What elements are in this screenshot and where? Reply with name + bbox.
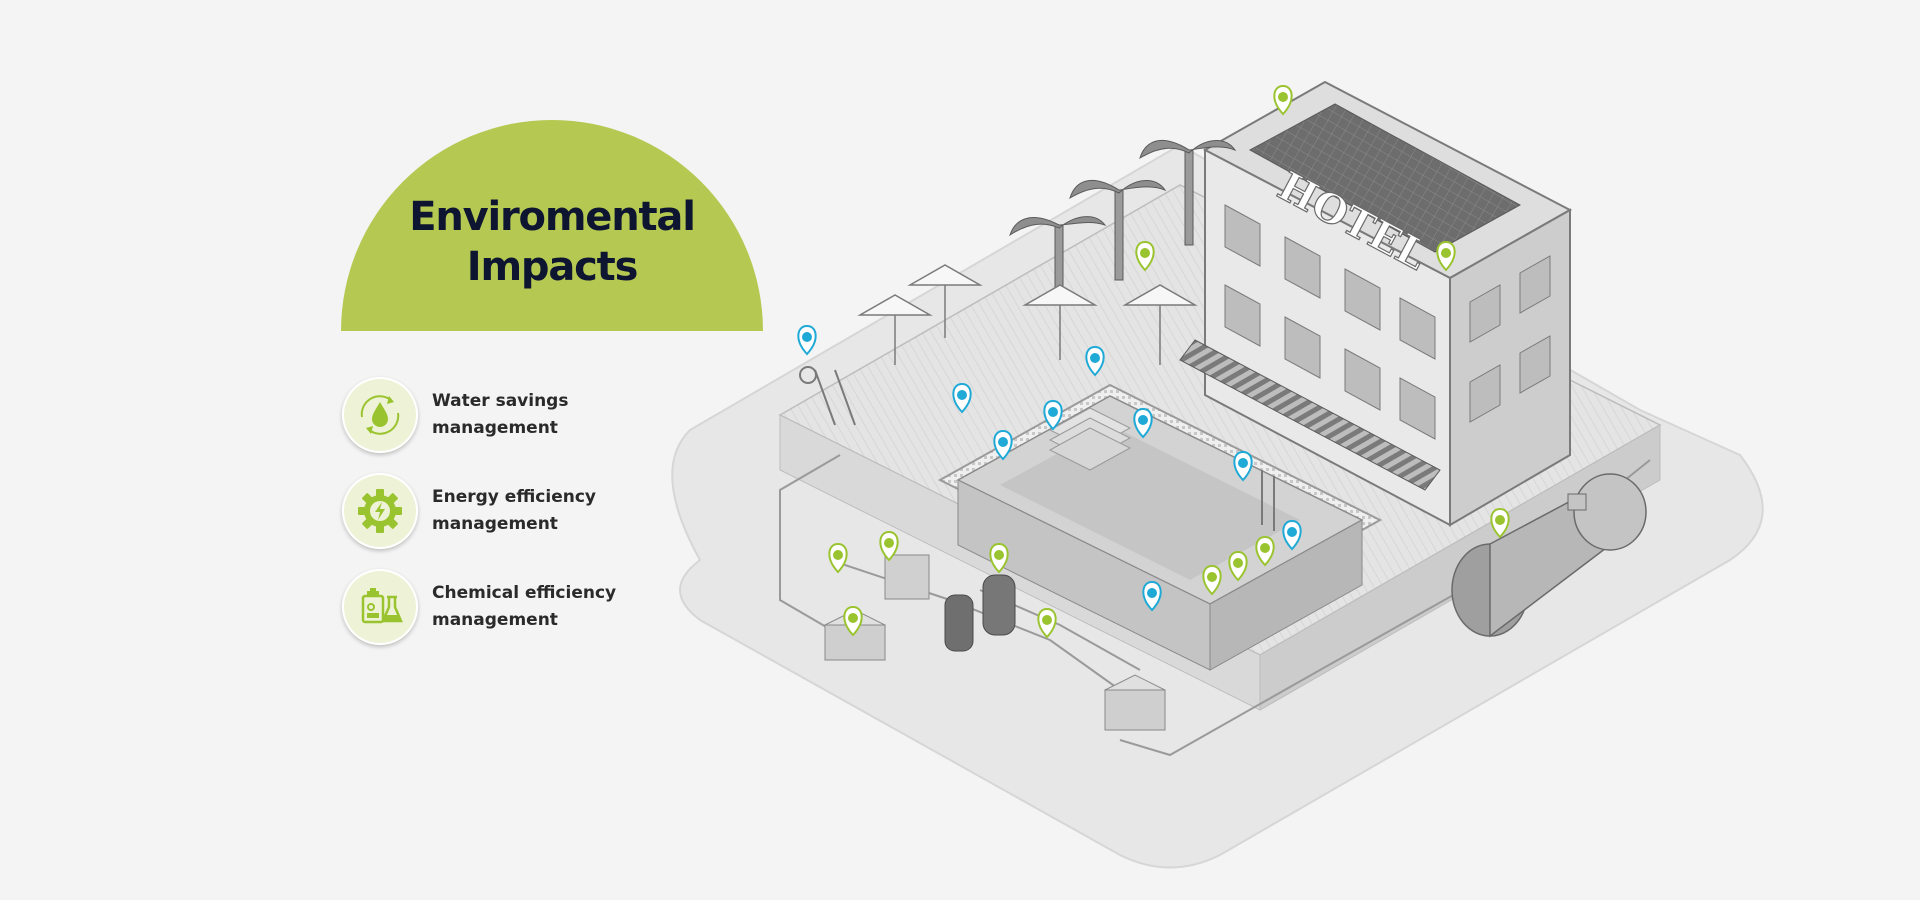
legend-label-energy: Energy efficiency management bbox=[432, 487, 596, 534]
marker-safety-ladder bbox=[1233, 450, 1253, 482]
water-savings-icon bbox=[342, 377, 418, 453]
blue-markers bbox=[797, 324, 1302, 612]
lifeguard-chair bbox=[799, 366, 856, 426]
legend-item-water: Water savings management bbox=[342, 376, 632, 454]
water-tank bbox=[1451, 473, 1647, 638]
marker-energy-pool bbox=[1255, 535, 1275, 567]
title-line-2: Impacts bbox=[466, 243, 639, 290]
marker-water-deck bbox=[1135, 240, 1155, 272]
title-line-1: Enviromental bbox=[409, 193, 696, 240]
chemical-efficiency-icon bbox=[342, 569, 418, 645]
marker-energy-roof bbox=[1273, 84, 1293, 116]
legend-item-energy: Energy efficiency management bbox=[342, 472, 632, 550]
marker-water-filter bbox=[989, 542, 1009, 574]
marker-chemical-pool bbox=[1202, 564, 1222, 596]
marker-safety-drain bbox=[1142, 580, 1162, 612]
marker-safety-lifeguard bbox=[797, 324, 817, 356]
marker-safety-steps bbox=[1043, 399, 1063, 431]
marker-water-box bbox=[843, 605, 863, 637]
filter-tanks bbox=[823, 554, 1167, 731]
marker-leisure bbox=[1133, 407, 1153, 439]
marker-safety-edge bbox=[1282, 519, 1302, 551]
energy-efficiency-icon bbox=[342, 473, 418, 549]
marker-chemical-pump bbox=[828, 542, 848, 574]
marker-accessibility-deck bbox=[1085, 345, 1105, 377]
umbrellas bbox=[857, 264, 1198, 365]
marker-water-pool bbox=[1228, 550, 1248, 582]
hotel-building: HOTEL bbox=[1179, 80, 1573, 527]
marker-energy-pump bbox=[879, 530, 899, 562]
legend-item-chemical: Chemical efficiency management bbox=[342, 568, 632, 646]
legend-label-water: Water savings management bbox=[432, 391, 569, 438]
legend-list: Water savings management bbox=[342, 376, 632, 664]
page-title: Enviromental Impacts bbox=[409, 192, 696, 292]
marker-water-roof bbox=[1436, 240, 1456, 272]
marker-water-tank bbox=[1490, 507, 1510, 539]
marker-accessibility-pool bbox=[993, 429, 1013, 461]
palm-trees bbox=[1009, 140, 1237, 301]
marker-family bbox=[952, 382, 972, 414]
marker-energy-filter bbox=[1037, 607, 1057, 639]
legend-label-chemical: Chemical efficiency management bbox=[432, 583, 617, 630]
green-markers bbox=[828, 84, 1510, 639]
